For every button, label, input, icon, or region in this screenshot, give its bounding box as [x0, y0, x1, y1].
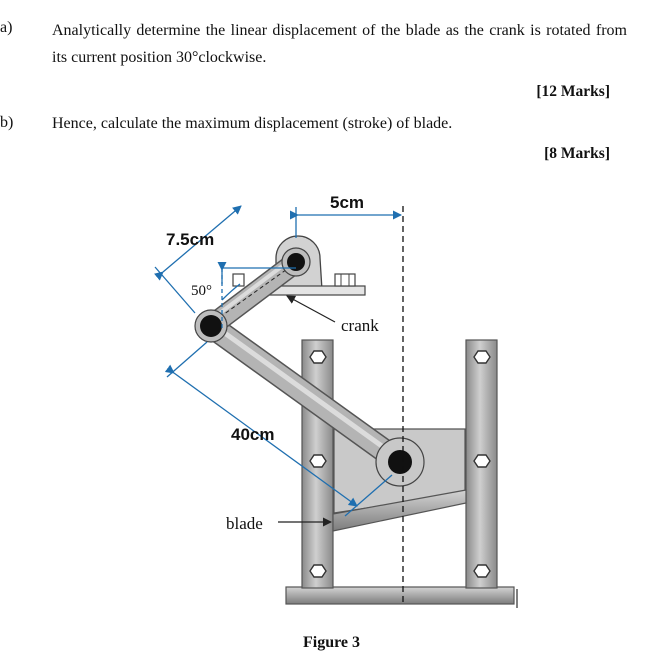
blade	[332, 489, 467, 532]
question-a-text: Analytically determine the linear displa…	[52, 22, 627, 66]
crank-length-label: 7.5cm	[166, 230, 214, 249]
offset-label: 5cm	[330, 193, 364, 212]
crank-arm	[201, 252, 306, 336]
question-b-marks: [8 Marks]	[544, 145, 610, 162]
crank-pointer	[286, 295, 336, 323]
crank-length-dimension	[153, 205, 242, 281]
angle-label: 50°	[191, 283, 212, 299]
rod-length-label: 40cm	[231, 425, 274, 444]
base-plate	[285, 586, 515, 605]
blade-label: blade	[226, 514, 263, 533]
figure-caption: Figure 3	[303, 634, 361, 651]
crank-label: crank	[341, 316, 379, 335]
bracket-bolt	[334, 273, 356, 287]
question-b-label: b)	[0, 114, 14, 131]
rod-length-dimension	[164, 364, 358, 507]
question-a-label: a)	[0, 19, 13, 36]
angle-arc	[221, 283, 241, 301]
question-a-marks: [12 Marks]	[536, 83, 610, 100]
crank-centerline	[219, 266, 291, 318]
bracket-bolt-left	[232, 273, 245, 287]
question-b-text: Hence, calculate the maximum displacemen…	[52, 115, 453, 132]
